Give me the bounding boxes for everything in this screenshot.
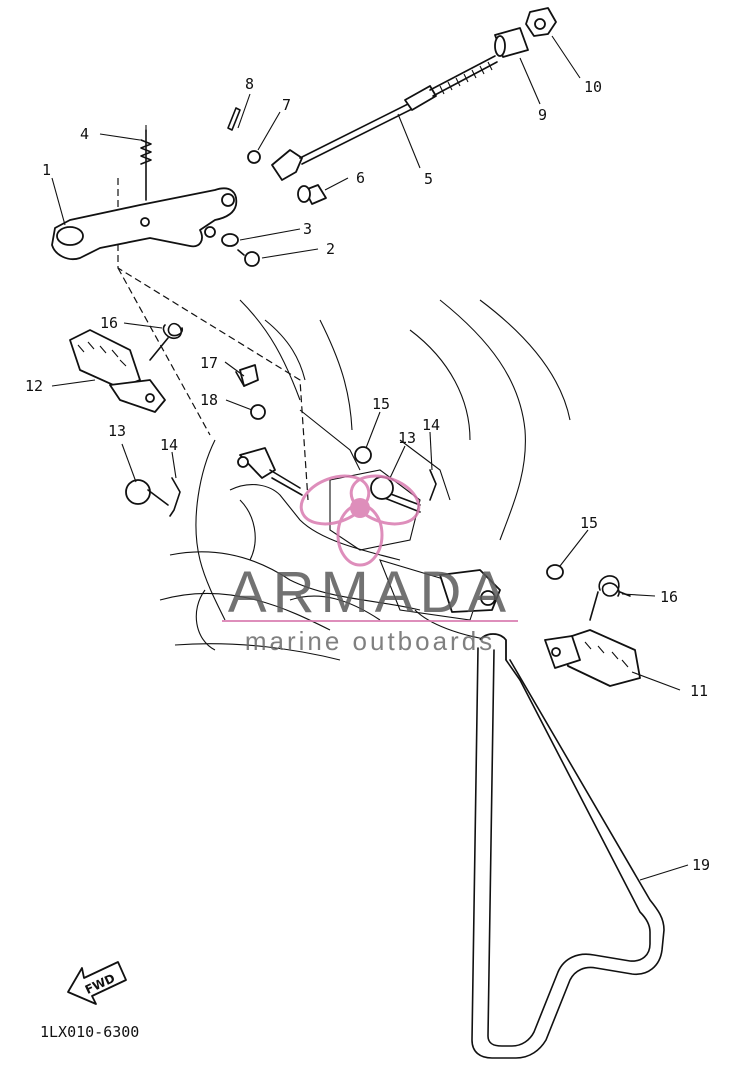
callout-11: 11	[690, 682, 708, 700]
frame-outline	[117, 178, 571, 661]
callout-6: 6	[356, 169, 365, 187]
callout-14-left: 14	[160, 436, 178, 454]
callout-15-center: 15	[372, 395, 390, 413]
watermark: ARMADA marine outboards	[222, 474, 518, 656]
footrest-right	[544, 629, 641, 687]
callout-3: 3	[303, 220, 312, 238]
callout-9: 9	[538, 106, 547, 124]
footrest-pin-left	[125, 477, 181, 517]
drawing-code: 1LX010-6300	[40, 1023, 139, 1041]
watermark-tagline: marine outboards	[245, 626, 495, 656]
collar-right	[546, 564, 564, 580]
callout-labels: 1 2 3 4 5 6 7 8 9 10 11 12 13 13 14 14 1…	[25, 75, 710, 874]
adjuster-nut	[525, 7, 557, 37]
callout-10: 10	[584, 78, 602, 96]
propeller-logo-icon	[299, 474, 421, 567]
footrest-spring-right	[589, 575, 631, 621]
cotter-pin-and-nut	[227, 107, 261, 164]
callout-4: 4	[80, 125, 89, 143]
fwd-arrow-icon: FWD	[67, 961, 127, 1005]
footrest-left	[69, 329, 166, 413]
callout-1: 1	[42, 161, 51, 179]
callout-15-right: 15	[580, 514, 598, 532]
brake-rod	[271, 55, 498, 181]
callout-16-right: 16	[660, 588, 678, 606]
callout-12: 12	[25, 377, 43, 395]
watermark-brand: ARMADA	[228, 560, 512, 625]
callout-16-left: 16	[100, 314, 118, 332]
pedal-spring	[140, 125, 152, 201]
callout-13-right: 13	[398, 429, 416, 447]
brake-pedal	[51, 187, 238, 260]
main-stand	[471, 633, 665, 1059]
bracket-bolt	[235, 364, 266, 420]
pivot-bolt	[221, 233, 260, 267]
footrest-pin-right	[354, 446, 437, 501]
callout-7: 7	[282, 96, 291, 114]
footrest-spring-left	[149, 322, 184, 361]
callout-5: 5	[424, 170, 433, 188]
footrest-bracket	[237, 447, 501, 613]
callout-8: 8	[245, 75, 254, 93]
callout-14-right: 14	[422, 416, 440, 434]
clevis-pin	[297, 184, 327, 205]
leader-lines	[51, 35, 689, 881]
callout-2: 2	[326, 240, 335, 258]
callout-17: 17	[200, 354, 218, 372]
callout-13-left: 13	[108, 422, 126, 440]
callout-19: 19	[692, 856, 710, 874]
callout-18: 18	[200, 391, 218, 409]
adjuster-sleeve	[494, 27, 529, 58]
